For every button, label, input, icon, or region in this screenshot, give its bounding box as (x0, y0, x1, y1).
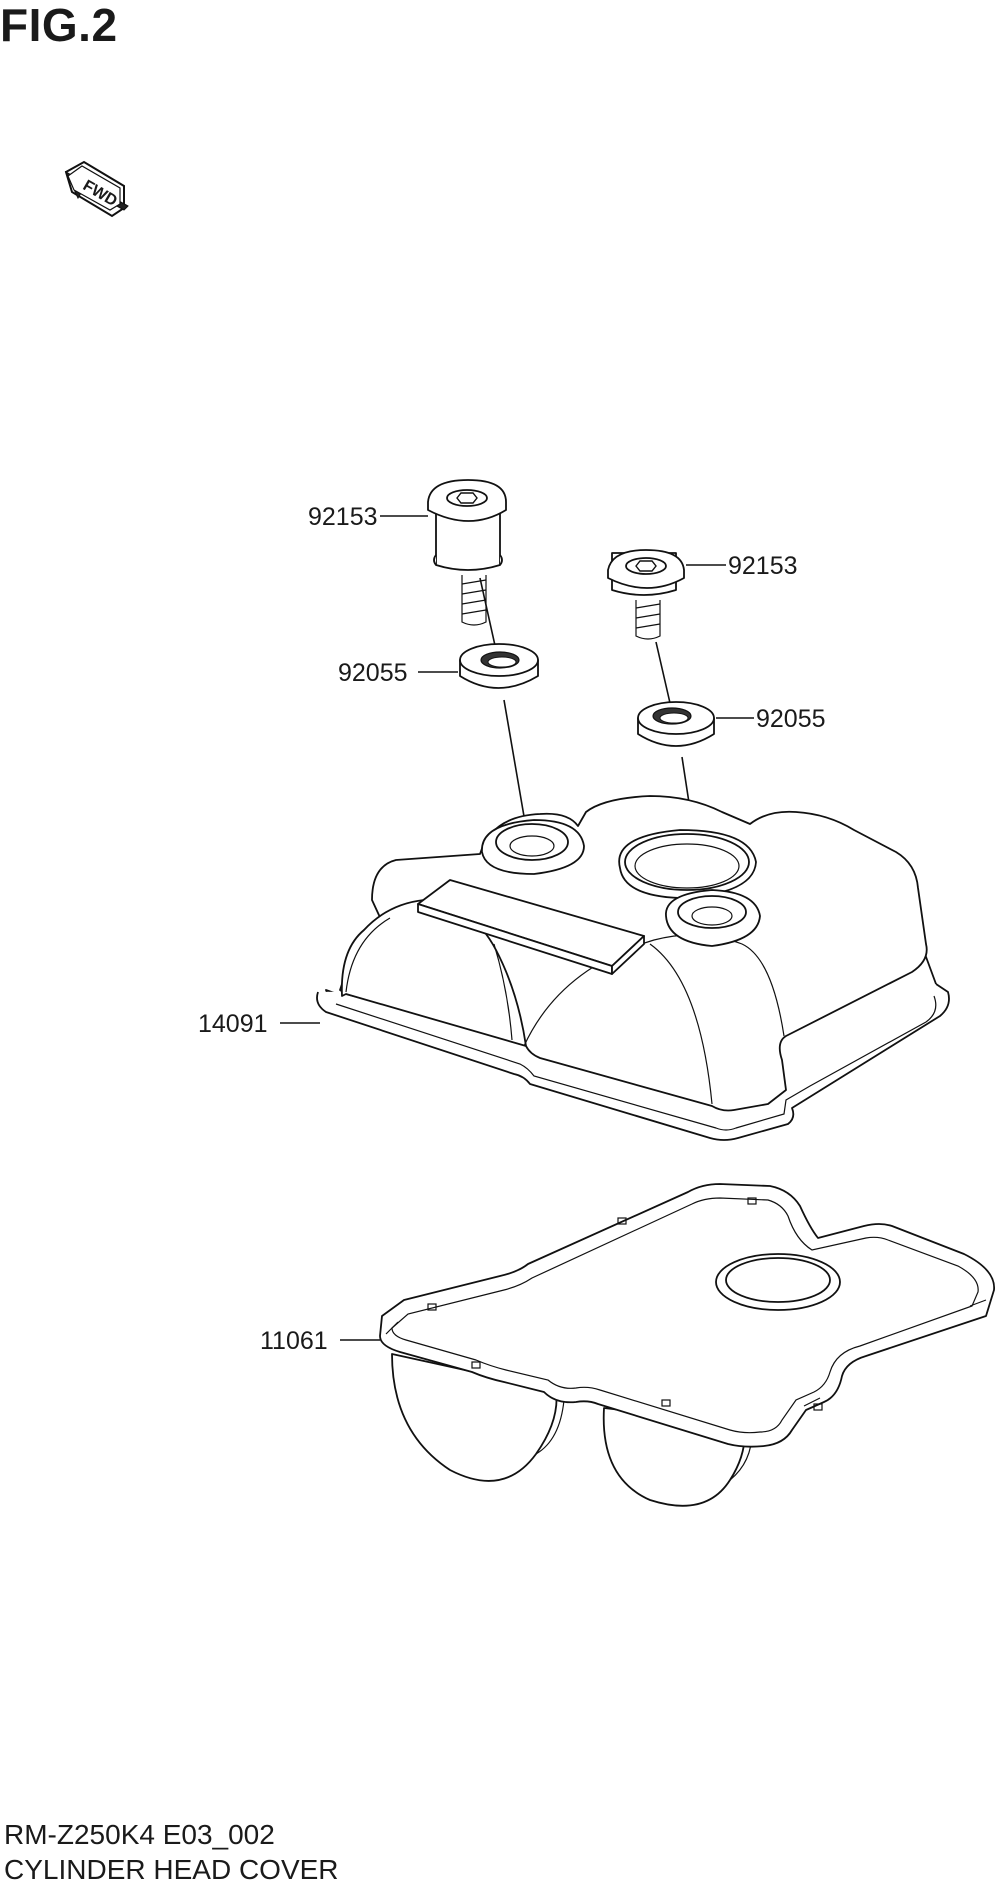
centerline-washer-left (503, 699, 527, 829)
callout-gasket: 11061 (260, 1327, 328, 1355)
figure-title: FIG.2 (0, 0, 118, 51)
callout-bolt-left: 92153 (308, 503, 378, 531)
callout-bolt-right: 92153 (728, 552, 798, 580)
section-name: CYLINDER HEAD COVER (4, 1854, 339, 1885)
centerline-bolt-left (479, 577, 497, 651)
fwd-arrow-icon: FWD (64, 160, 129, 218)
centerline-bolt-right (655, 641, 671, 704)
callout-cover: 14091 (198, 1010, 268, 1038)
head-cover-gasket (379, 1183, 995, 1507)
bolt-right (607, 549, 685, 640)
washer-left (459, 643, 539, 689)
bolt-left (427, 479, 507, 626)
callout-washer-right: 92055 (756, 705, 826, 733)
cylinder-head-cover (316, 795, 950, 1141)
model-code: RM-Z250K4 E03_002 (4, 1819, 275, 1850)
washer-right (637, 701, 715, 747)
callout-washer-left: 92055 (338, 659, 408, 687)
